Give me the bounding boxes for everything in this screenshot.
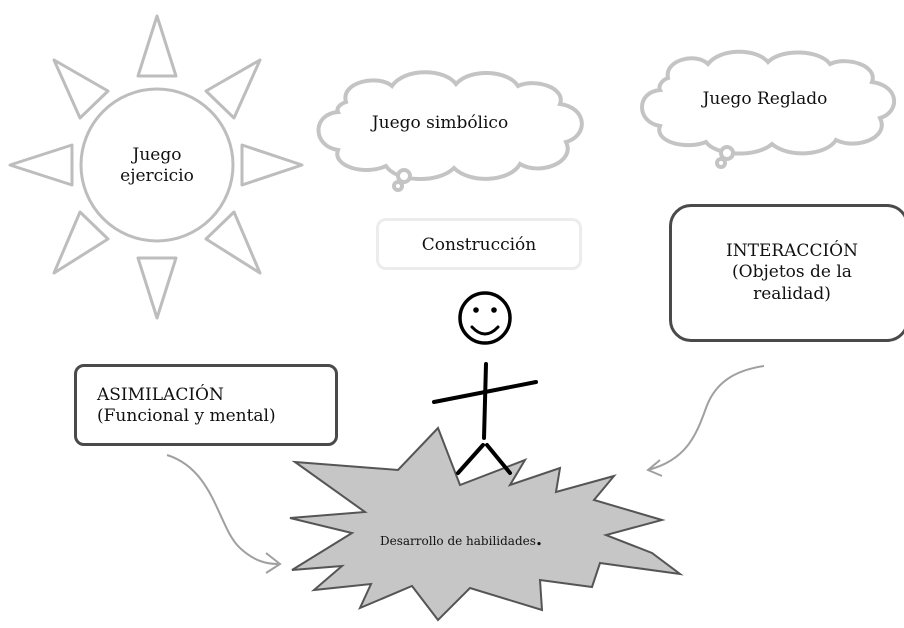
arrow-right-curve xyxy=(647,365,765,471)
arms-line xyxy=(432,380,538,404)
burst-label-period: . xyxy=(535,529,543,550)
body-line xyxy=(482,362,488,440)
face-eye-right xyxy=(491,307,497,313)
interaction-line3: realidad) xyxy=(753,283,831,304)
assimilation-box: ASIMILACIÓN (Funcional y mental) xyxy=(74,364,338,446)
interaction-label: INTERACCIÓN (Objetos de la realidad) xyxy=(692,241,892,305)
sun-shape xyxy=(8,14,304,320)
sun-ray-top-right xyxy=(204,58,262,120)
burst-label-text: Desarrollo de habilidades xyxy=(380,534,536,548)
cloud-ruled-label: Juego Reglado xyxy=(702,89,828,109)
stick-figure xyxy=(432,291,538,475)
sun-ray-bottom-right xyxy=(204,210,262,275)
sun-label: Juego ejercicio xyxy=(107,145,207,188)
sun-ray-right xyxy=(240,143,304,187)
burst-label: Desarrollo de habilidades. xyxy=(380,529,600,552)
sun-core xyxy=(79,87,235,243)
face-smile xyxy=(470,325,500,336)
assimilation-label: ASIMILACIÓN (Funcional y mental) xyxy=(97,385,327,428)
sun-ray-bottom xyxy=(136,256,178,320)
sun-ray-left xyxy=(8,143,74,187)
cloud-symbolic-shape xyxy=(316,70,584,192)
arrow-left-head xyxy=(265,552,282,574)
leg-right xyxy=(485,443,512,475)
assimilation-line2: (Funcional y mental) xyxy=(97,406,276,427)
sun-ray-top xyxy=(136,14,178,78)
cloud-symbolic-label: Juego simbólico xyxy=(371,113,509,133)
face-eye-left xyxy=(473,307,479,313)
arrow-left-curve xyxy=(166,454,279,565)
sun-label-line2: ejercicio xyxy=(120,166,194,187)
leg-left xyxy=(456,443,485,475)
cloud-ruled-shape xyxy=(640,49,897,169)
sun-ray-bottom-left xyxy=(52,210,110,275)
sun-ray-top-left xyxy=(52,58,110,120)
arrow-right-head xyxy=(646,459,663,477)
assimilation-line1: ASIMILACIÓN xyxy=(97,385,224,405)
interaction-line2: (Objetos de la xyxy=(732,262,852,283)
sun-label-line1: Juego xyxy=(132,145,182,165)
construction-label: Construcción xyxy=(421,235,537,255)
interaction-line1: INTERACCIÓN xyxy=(726,241,858,261)
face-head xyxy=(458,291,512,345)
interaction-box: INTERACCIÓN (Objetos de la realidad) xyxy=(669,204,904,342)
burst-shape xyxy=(289,426,684,622)
construction-box: Construcción xyxy=(376,218,582,270)
